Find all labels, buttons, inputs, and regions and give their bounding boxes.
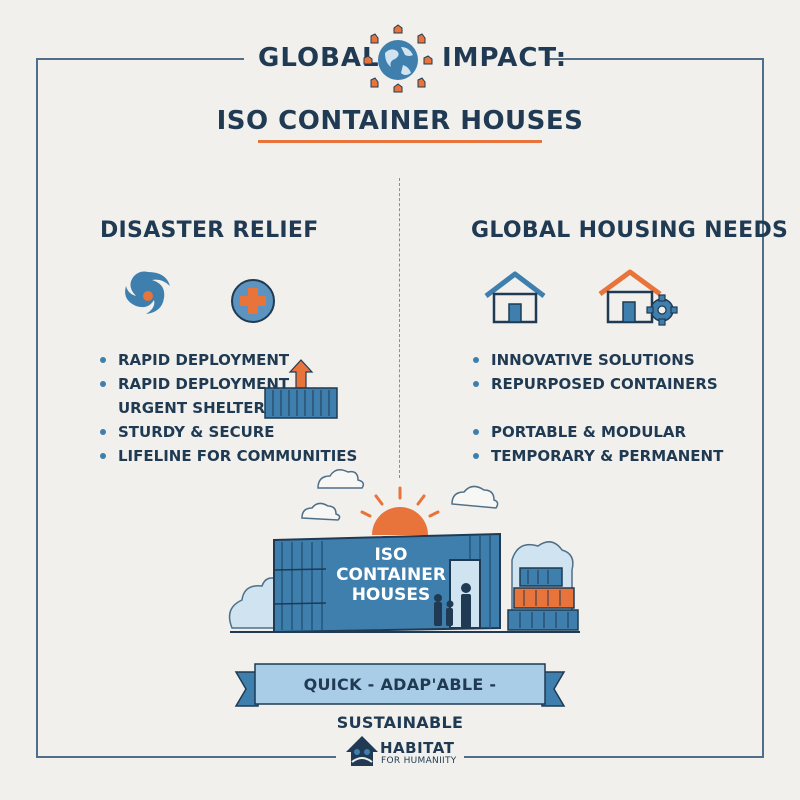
- center-divider: [399, 178, 400, 478]
- page-subtitle: ISO CONTAINER HOUSES: [216, 106, 584, 136]
- container-label: ISO CONTAINER HOUSES: [336, 545, 446, 605]
- frame-bottom-left: [36, 756, 336, 758]
- list-item: [473, 396, 723, 420]
- frame-left: [36, 58, 38, 758]
- container-label-line: CONTAINER: [336, 565, 446, 585]
- section-title-disaster-relief: DISASTER RELIEF: [100, 218, 319, 243]
- section-title-global-housing: GLOBAL HOUSING NEEDS: [471, 218, 789, 243]
- list-item: RAPID DEPLOYMENT: [100, 372, 357, 396]
- logo-main-text: HABITAT: [380, 739, 455, 757]
- frame-top-right: [548, 58, 762, 60]
- frame-top-left: [36, 58, 244, 60]
- list-item: TEMPORARY & PERMANENT: [473, 444, 723, 468]
- frame-right: [762, 58, 764, 758]
- list-item: RAPID DEPLOYMENT: [100, 348, 357, 372]
- house-gear-icon: [598, 269, 678, 326]
- list-item: URGENT SHELTER: [118, 399, 266, 417]
- hurricane-icon: [125, 271, 170, 314]
- list-item: STURDY & SECURE: [100, 420, 357, 444]
- container-up-arrow-icon: [264, 359, 338, 419]
- logo-sub-text: FOR HUMANIITY: [381, 756, 457, 766]
- frame-bottom-right: [464, 756, 764, 758]
- list-item: PORTABLE & MODULAR: [473, 420, 723, 444]
- banner-text: QUICK - ADAP'ABLE - SUSTAINABLE: [303, 675, 497, 732]
- container-label-line: ISO: [374, 545, 408, 565]
- medical-cross-icon: [231, 279, 275, 323]
- global-housing-list: INNOVATIVE SOLUTIONS REPURPOSED CONTAINE…: [473, 348, 723, 468]
- list-item: LIFELINE FOR COMMUNITIES: [100, 444, 357, 468]
- title-left: GLOBAL: [258, 43, 380, 73]
- disaster-relief-list: RAPID DEPLOYMENT RAPID DEPLOYMENT URGENT…: [100, 348, 357, 468]
- list-item: INNOVATIVE SOLUTIONS: [473, 348, 723, 372]
- title-right: IMPACT:: [442, 43, 568, 73]
- subtitle-underline: [258, 140, 542, 143]
- house-icon: [484, 271, 546, 324]
- globe-houses-icon: [363, 24, 433, 93]
- container-label-line: HOUSES: [351, 585, 431, 605]
- list-item: REPURPOSED CONTAINERS: [473, 372, 723, 396]
